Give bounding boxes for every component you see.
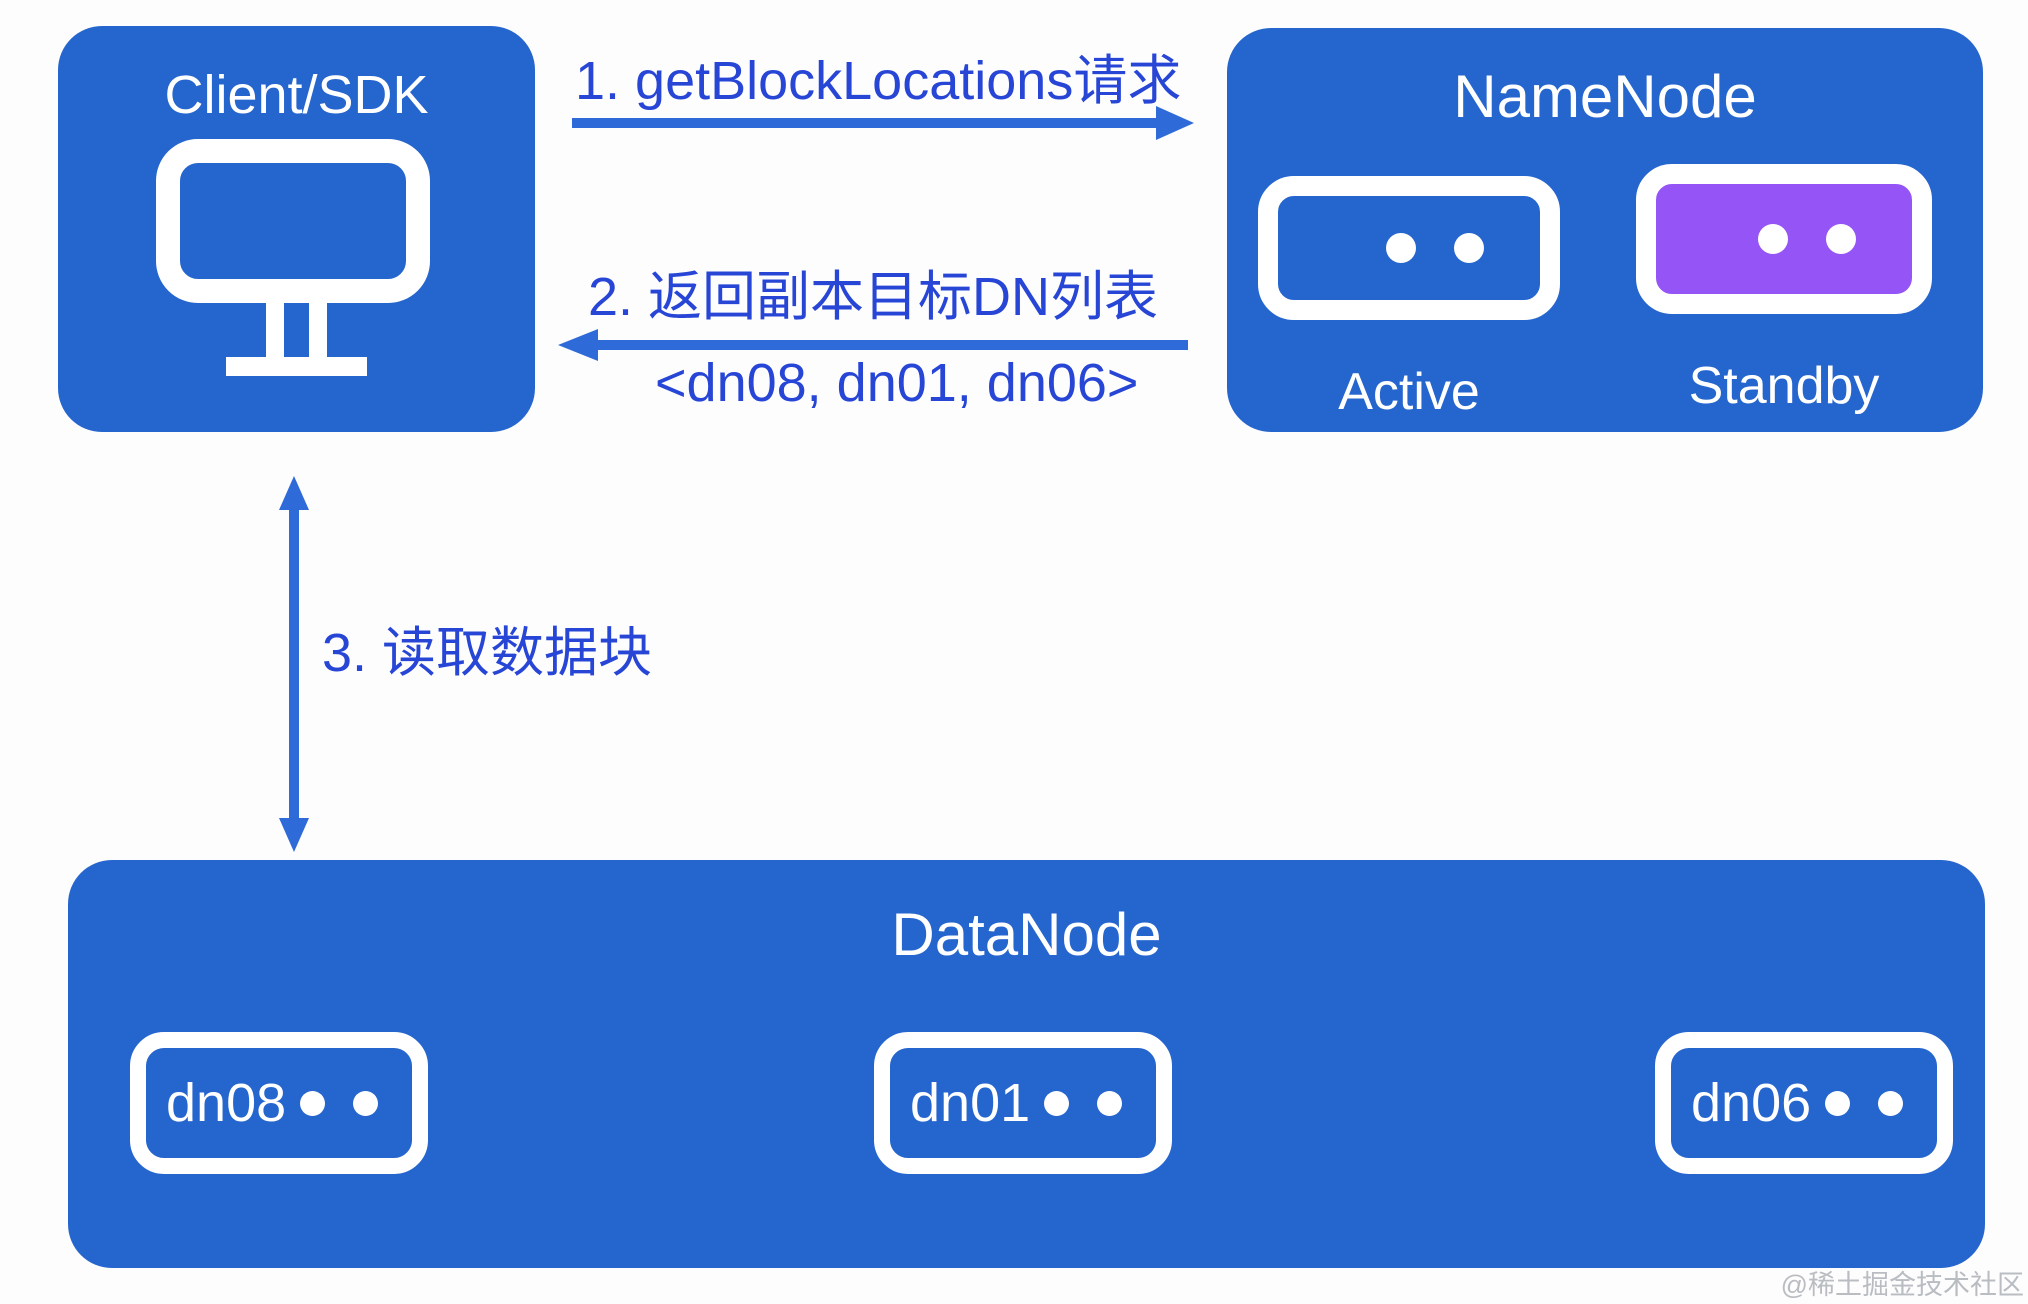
- step3-label: 3. 读取数据块: [322, 623, 653, 683]
- led-dots: [300, 1090, 378, 1116]
- datanode-box: DataNode dn08 dn01 dn06: [68, 860, 1985, 1268]
- led-dot-icon: [1044, 1090, 1069, 1116]
- led-dot-icon: [1826, 224, 1856, 254]
- led-dots: [1044, 1090, 1122, 1116]
- datanode-chip-dn06: dn06: [1655, 1032, 1953, 1174]
- led-dot-icon: [1454, 233, 1484, 263]
- client-box: Client/SDK: [58, 26, 535, 432]
- watermark: @稀土掘金技术社区: [1780, 1270, 2024, 1300]
- datanode-title: DataNode: [891, 901, 1162, 968]
- namenode-title: NameNode: [1453, 63, 1757, 130]
- step1-arrow-right-icon: [572, 106, 1194, 140]
- led-dot-icon: [1878, 1090, 1903, 1116]
- datanode-chip-label: dn01: [910, 1073, 1031, 1133]
- standby-namenode-server-icon: [1636, 164, 1932, 314]
- active-label: Active: [1338, 363, 1480, 421]
- step2-detail-label: <dn08, dn01, dn06>: [655, 353, 1139, 413]
- step1-label: 1. getBlockLocations请求: [575, 51, 1182, 111]
- standby-label: Standby: [1688, 357, 1880, 415]
- datanode-chip-dn01: dn01: [874, 1032, 1172, 1174]
- step2-label: 2. 返回副本目标DN列表: [588, 267, 1159, 327]
- datanode-chip-label: dn08: [166, 1073, 287, 1133]
- monitor-icon: [156, 139, 430, 376]
- active-namenode-server-icon: [1258, 176, 1560, 320]
- led-dot-icon: [1758, 224, 1788, 254]
- led-dot-icon: [1825, 1090, 1850, 1116]
- led-dot-icon: [1097, 1090, 1122, 1116]
- led-dots: [1825, 1090, 1903, 1116]
- led-dot-icon: [300, 1090, 325, 1116]
- step3-arrow-vertical-icon: [279, 476, 309, 852]
- datanode-chip-label: dn06: [1691, 1073, 1812, 1133]
- led-dot-icon: [353, 1090, 378, 1116]
- datanode-chip-dn08: dn08: [130, 1032, 428, 1174]
- led-dot-icon: [1386, 233, 1416, 263]
- client-title: Client/SDK: [164, 65, 429, 125]
- namenode-box: NameNode Active Standby: [1227, 28, 1983, 432]
- step2-arrow-left-icon: [558, 329, 1188, 361]
